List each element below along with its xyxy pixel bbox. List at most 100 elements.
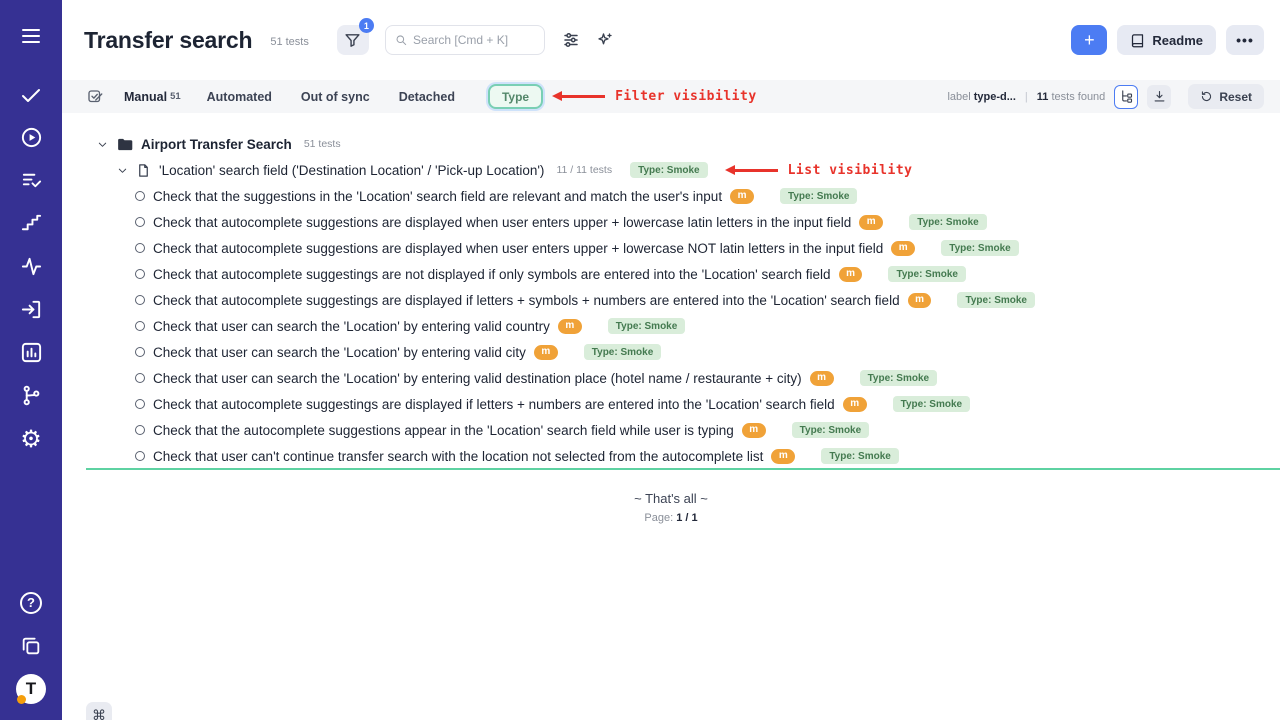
test-title: Check that autocomplete suggestions are … [153, 214, 852, 230]
search-input[interactable] [413, 33, 535, 47]
type-smoke-badge: Type: Smoke [892, 396, 971, 412]
end-of-list-text: ~ That's all ~ [634, 491, 708, 506]
test-title: Check that autocomplete suggestings are … [153, 396, 835, 412]
download-button[interactable] [1147, 84, 1172, 109]
search-icon [396, 35, 407, 46]
select-all-icon[interactable] [86, 88, 104, 106]
status-circle-icon [135, 425, 145, 435]
list-visibility-annotation: List visibility [724, 163, 913, 178]
type-filter-button[interactable]: Type [487, 84, 544, 109]
filter-funnel-button[interactable]: 1 [336, 18, 374, 55]
test-tree: Airport Transfer Search 51 tests 'Locati… [62, 113, 1280, 720]
activity-pulse-icon[interactable] [0, 245, 62, 288]
manual-badge: m [907, 292, 932, 308]
filter-visibility-annotation: Filter visibility [551, 89, 757, 104]
add-test-button[interactable]: + [1071, 25, 1108, 55]
type-smoke-badge: Type: Smoke [791, 422, 870, 438]
chevron-down-icon[interactable] [117, 165, 128, 176]
type-smoke-badge: Type: Smoke [779, 188, 858, 204]
account-avatar[interactable]: T [0, 667, 62, 710]
more-options-button[interactable]: ••• [1226, 25, 1264, 55]
type-smoke-badge: Type: Smoke [888, 266, 966, 282]
test-row[interactable]: Check that autocomplete suggestions are … [62, 209, 1280, 235]
status-circle-icon [135, 399, 145, 409]
manual-badge: m [809, 370, 834, 386]
suite-type-badge: Type: Smoke [630, 162, 708, 178]
type-smoke-badge: Type: Smoke [583, 344, 662, 360]
folder-icon [118, 138, 133, 150]
tab-detached[interactable]: Detached [398, 89, 455, 104]
readme-button[interactable]: Readme [1117, 25, 1216, 55]
folder-count: 51 tests [303, 138, 341, 150]
test-row[interactable]: Check that autocomplete suggestings are … [62, 261, 1280, 287]
hamburger-menu-icon[interactable] [0, 14, 62, 57]
status-circle-icon [135, 373, 145, 383]
ai-sparkles-icon[interactable] [589, 25, 621, 55]
settings-gear-icon[interactable]: ⚙ [20, 424, 42, 453]
divider: | [1024, 90, 1028, 103]
tab-automated[interactable]: Automated [206, 89, 272, 104]
document-icon [139, 163, 148, 177]
test-row[interactable]: Check that user can search the 'Location… [62, 339, 1280, 365]
docs-copy-icon[interactable] [0, 624, 62, 667]
test-row[interactable]: Check that user can search the 'Location… [62, 313, 1280, 339]
adjustments-icon[interactable] [555, 25, 587, 55]
test-row[interactable]: Check that user can search the 'Location… [62, 365, 1280, 391]
test-row[interactable]: Check that autocomplete suggestions are … [62, 235, 1280, 261]
command-shortcut-button[interactable]: ⌘ [86, 702, 112, 720]
reset-button[interactable]: Reset [1188, 84, 1264, 109]
t-logo: T [16, 673, 46, 704]
suite-count: 11 / 11 tests [556, 164, 613, 176]
suite-row[interactable]: 'Location' search field ('Destination Lo… [62, 157, 1280, 183]
test-title: Check that user can search the 'Location… [153, 370, 802, 386]
test-row[interactable]: Check that the autocomplete suggestions … [62, 417, 1280, 443]
test-row[interactable]: Check that autocomplete suggestings are … [62, 391, 1280, 417]
tests-found-text: 11 tests found [1036, 90, 1106, 103]
manual-badge: m [771, 448, 796, 464]
active-label-chip: label type-d... [947, 90, 1016, 103]
test-list-icon[interactable] [0, 159, 62, 202]
help-icon[interactable]: ? [0, 581, 62, 624]
status-circle-icon [135, 295, 145, 305]
suite-name: 'Location' search field ('Destination Lo… [159, 162, 545, 178]
status-circle-icon [135, 217, 145, 227]
manual-badge: m [838, 266, 863, 282]
folder-row[interactable]: Airport Transfer Search 51 tests [62, 131, 1280, 157]
import-runs-icon[interactable] [0, 288, 62, 331]
run-play-icon[interactable] [0, 116, 62, 159]
test-title: Check that the suggestions in the 'Locat… [153, 188, 723, 204]
type-smoke-badge: Type: Smoke [607, 318, 686, 334]
type-smoke-badge: Type: Smoke [957, 292, 1035, 308]
test-row[interactable]: Check that the suggestions in the 'Locat… [62, 183, 1280, 209]
status-circle-icon [135, 243, 145, 253]
filter-count-badge: 1 [358, 18, 374, 33]
sidebar: ⚙ ? T [0, 0, 62, 720]
search-box [384, 25, 545, 55]
test-title: Check that the autocomplete suggestions … [153, 422, 734, 438]
branch-icon[interactable] [0, 374, 62, 417]
status-circle-icon [135, 347, 145, 357]
type-smoke-badge: Type: Smoke [941, 240, 1019, 256]
manual-badge: m [741, 422, 766, 438]
status-circle-icon [135, 451, 145, 461]
test-title: Check that autocomplete suggestings are … [153, 266, 831, 282]
checkmark-icon[interactable] [0, 73, 62, 116]
type-smoke-badge: Type: Smoke [821, 448, 899, 464]
tab-out-of-sync[interactable]: Out of sync [300, 89, 370, 104]
manual-badge: m [533, 344, 558, 360]
chevron-down-icon[interactable] [97, 139, 108, 150]
test-title: Check that autocomplete suggestings are … [153, 292, 900, 308]
test-row[interactable]: Check that autocomplete suggestings are … [62, 287, 1280, 313]
test-row[interactable]: Check that user can't continue transfer … [62, 443, 1280, 470]
manual-badge: m [557, 318, 582, 334]
manual-badge: m [859, 214, 884, 230]
book-icon [1132, 33, 1144, 47]
red-arrow-left-icon [552, 91, 606, 101]
red-arrow-left-icon [724, 164, 778, 175]
test-title: Check that user can't continue transfer … [153, 448, 764, 464]
tree-view-toggle[interactable] [1114, 84, 1139, 109]
reports-chart-icon[interactable] [0, 331, 62, 374]
steps-icon[interactable] [0, 202, 62, 245]
